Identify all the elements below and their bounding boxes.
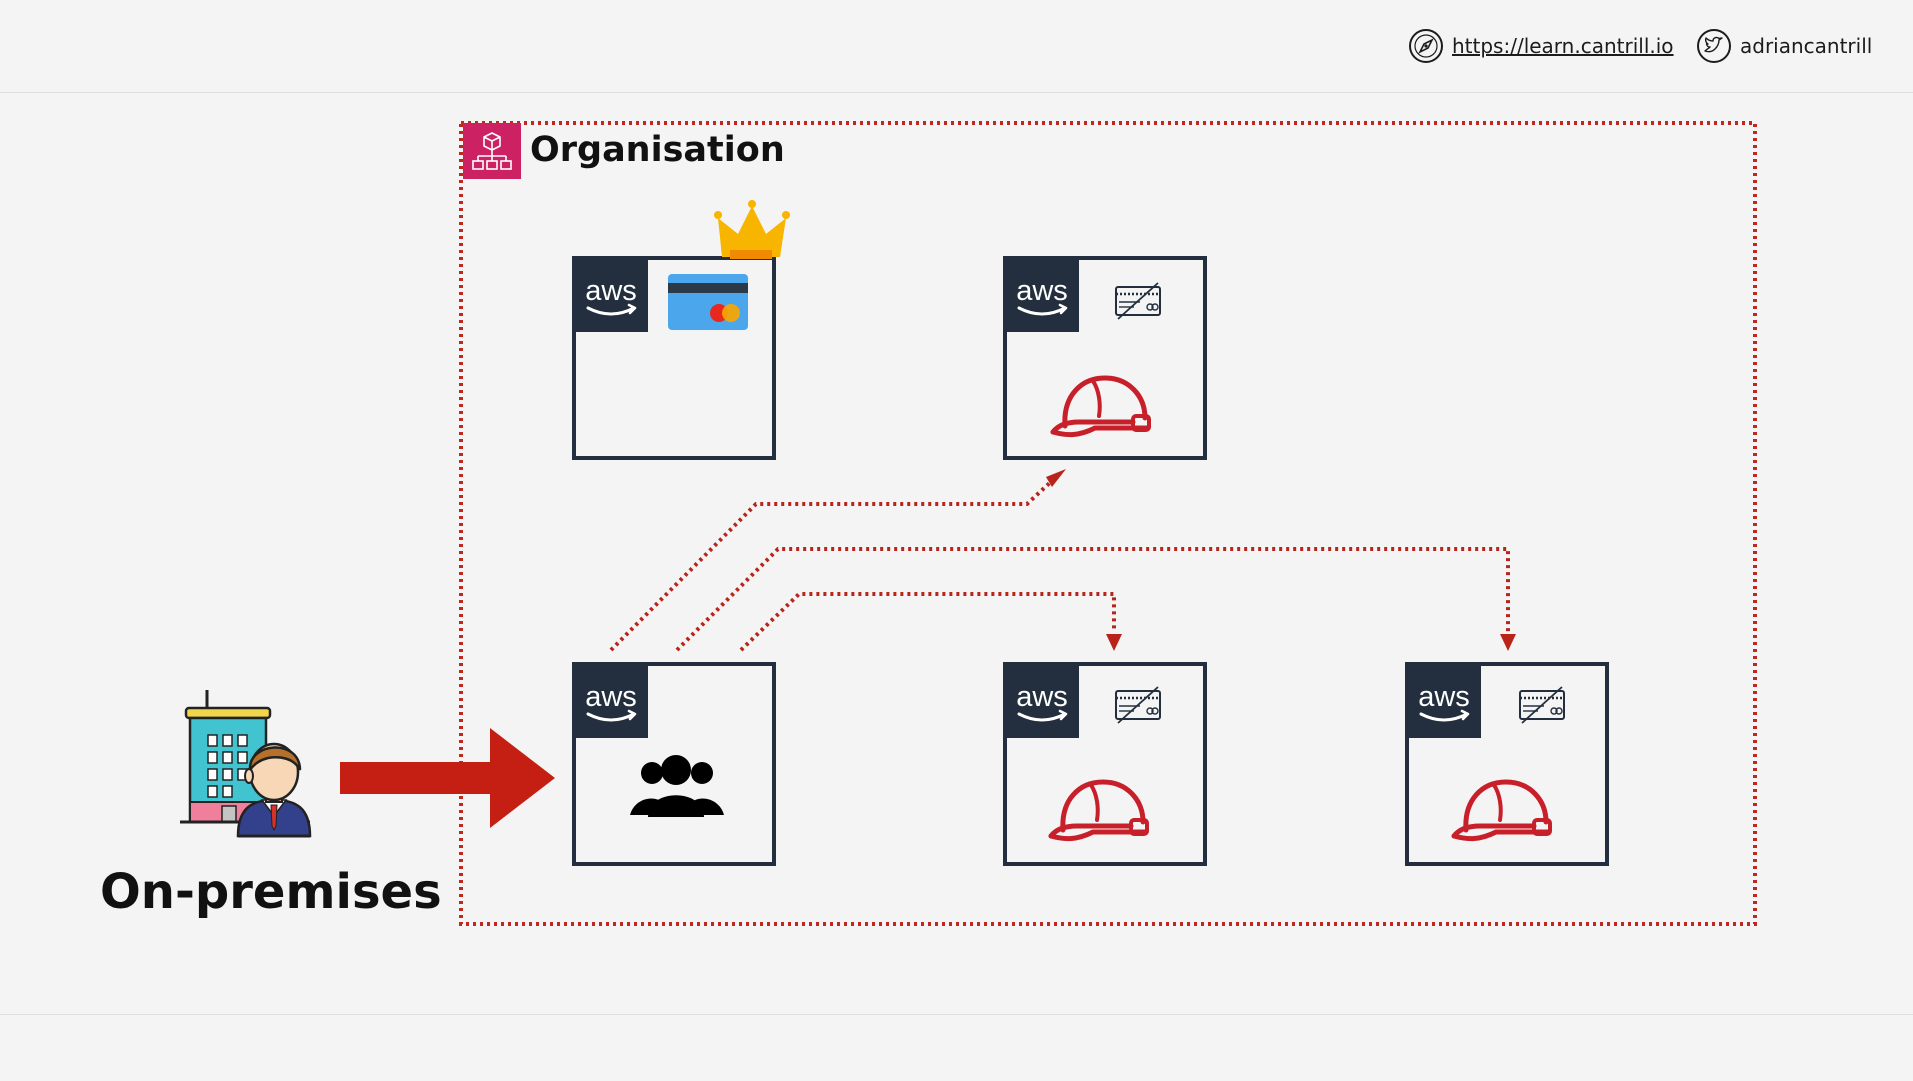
on-premises-title: On-premises [100, 864, 442, 920]
aws-logo [572, 662, 650, 740]
arrowhead-bottom-right [1500, 634, 1516, 651]
crown-icon [714, 200, 790, 259]
aws-organizations-icon [463, 123, 521, 179]
twitter-handle-text: adriancantrill [1740, 34, 1873, 58]
aws-logo [1405, 662, 1483, 740]
aws-logo [1003, 256, 1081, 334]
aws-logo [572, 256, 650, 334]
header-bar [0, 0, 1913, 93]
arrowhead-bottom-middle [1106, 634, 1122, 651]
member-account-bottom-right-box [1405, 662, 1609, 866]
users-group-icon [630, 755, 724, 817]
aws-logo [1003, 662, 1081, 740]
member-account-bottom-middle-box [1003, 662, 1207, 866]
organisation-boundary [459, 121, 1757, 926]
management-account-box [572, 200, 790, 460]
credit-card-icon [668, 274, 748, 330]
twitter-handle[interactable]: adriancantrill [1696, 28, 1872, 64]
access-arrows [609, 476, 1510, 652]
compass-icon [1409, 29, 1443, 63]
office-building-person-icon [180, 690, 312, 838]
onprem-to-aws-arrow [340, 728, 555, 828]
arrow-to-top-right-account [609, 476, 1057, 652]
arrow-to-bottom-middle-account [739, 592, 1116, 652]
website-link-text[interactable]: https://learn.cantrill.io [1452, 34, 1674, 58]
identity-account-box [572, 662, 776, 866]
website-link[interactable]: https://learn.cantrill.io [1408, 28, 1674, 64]
arrow-to-bottom-right-account [675, 547, 1510, 652]
twitter-bird-icon [1697, 29, 1731, 63]
arrowhead-top-right [1046, 469, 1066, 487]
footer-bar [0, 1014, 1913, 1081]
member-account-top-right-box [1003, 256, 1207, 460]
organisation-title: Organisation [530, 130, 785, 170]
